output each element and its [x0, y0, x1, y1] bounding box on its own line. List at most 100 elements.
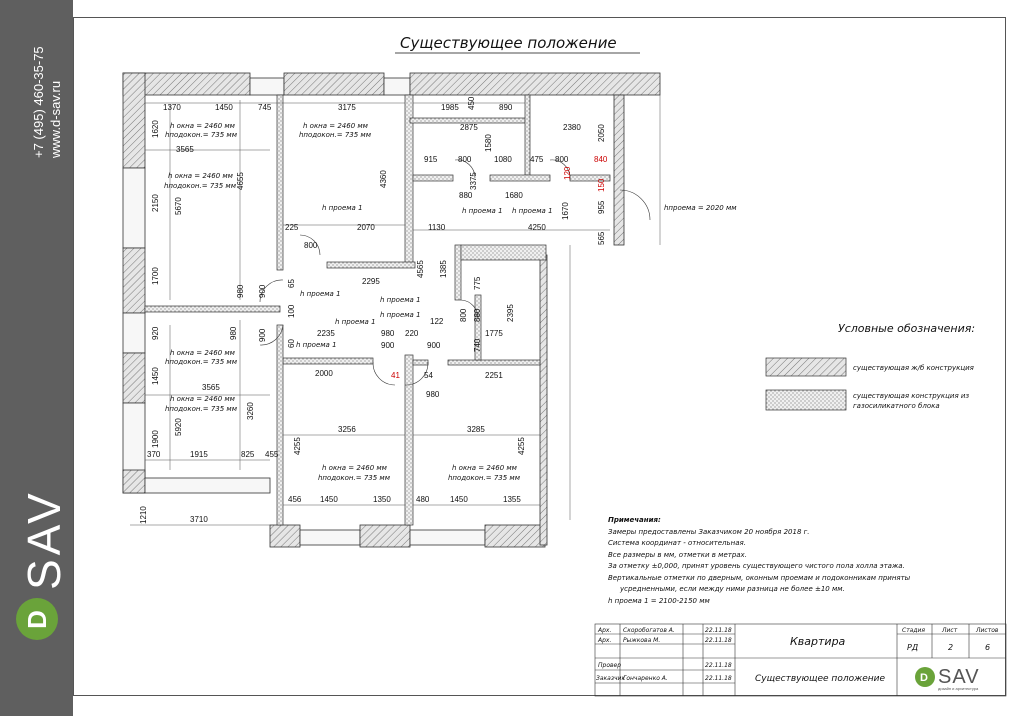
dimension-label: 775 — [473, 276, 482, 290]
dimension-label: 800 — [304, 241, 318, 250]
door-swing-7 — [460, 299, 479, 319]
window-top-1 — [249, 77, 285, 96]
notes-line-4: За отметку ±0,000, принят уровень сущест… — [608, 562, 905, 570]
dimension-lines — [130, 95, 661, 526]
dimension-label: 3256 — [338, 425, 356, 434]
label-sill-4: hподокон.= 735 мм — [165, 358, 238, 366]
dimension-label: 3175 — [338, 103, 356, 112]
wall-int-n — [412, 359, 429, 366]
dimension-label: 370 — [147, 450, 161, 459]
dimension-label: 3565 — [176, 145, 194, 154]
wall-bottom-1 — [269, 524, 301, 548]
dimension-label: Арх. — [597, 627, 611, 634]
dimension-label: 890 — [499, 103, 513, 112]
dimension-label: 3375 — [469, 172, 478, 190]
dimension-label: 450 — [467, 96, 476, 110]
wall-int-q — [474, 294, 482, 361]
wall-int-p — [276, 324, 284, 526]
wall-int-o — [447, 359, 541, 366]
label-sill-1: hподокон.= 735 мм — [165, 131, 238, 139]
door-swings — [259, 159, 651, 386]
notes-line-7: h проема 1 = 2100-2150 мм — [608, 596, 710, 605]
dimension-label: 1680 — [505, 191, 523, 200]
interior-walls — [144, 94, 611, 526]
dimension-label: 915 — [424, 155, 438, 164]
wall-int-l — [282, 357, 374, 365]
door-swing-entrance — [619, 189, 651, 221]
dimension-label: 5920 — [174, 418, 183, 436]
wall-int-a — [276, 94, 284, 271]
stamp-logo: D SAV дизайн и архитектура — [915, 666, 979, 691]
dimension-label: 1450 — [215, 103, 233, 112]
dimension-label: 1355 — [503, 495, 521, 504]
door-swing-3 — [372, 361, 396, 386]
dimension-label: 60 — [287, 339, 296, 348]
dimension-label: 900 — [258, 328, 267, 342]
dimension-label: 980 — [426, 390, 440, 399]
dimension-label: 980 — [381, 329, 395, 338]
legend-item-block-2: газосиликатного блока — [853, 402, 940, 410]
label-sill-3: hподокон.= 735 мм — [164, 182, 237, 190]
wall-int-m — [404, 354, 414, 526]
dimension-label: Провер — [598, 662, 621, 669]
label-opening-6: h проема 1 — [296, 341, 337, 349]
dimension-label: 2000 — [315, 369, 333, 378]
dimension-label: Стадия — [902, 627, 925, 634]
dimension-label: 4255 — [293, 437, 302, 455]
dimension-label: 120 — [563, 166, 572, 180]
notes-line-6: усредненными, если между ними разница не… — [620, 585, 845, 593]
dimension-label: 122 — [430, 317, 444, 326]
legend-item-concrete: существующая ж/б конструкция — [853, 364, 974, 372]
wall-right-upper — [613, 94, 625, 246]
label-window-h-7: h окна = 2460 мм — [452, 464, 518, 472]
dimension-label: 1985 — [441, 103, 459, 112]
wall-int-k — [144, 305, 281, 313]
window-labels: h окна = 2460 мм hподокон.= 735 мм h окн… — [164, 122, 737, 482]
dimension-label: 41 — [391, 371, 400, 380]
dimension-label: 1450 — [450, 495, 468, 504]
stamp-object: Квартира — [790, 635, 846, 648]
dimension-label: 22.11.18 — [705, 637, 732, 644]
wall-top-3 — [409, 72, 661, 96]
dimension-label: 880 — [459, 191, 473, 200]
dimension-label: 800 — [555, 155, 569, 164]
wall-left-4 — [122, 469, 146, 494]
dimension-label: 955 — [597, 200, 606, 214]
dimension-label: Арх. — [597, 637, 611, 644]
window-top-2 — [383, 77, 411, 96]
dimension-label: 3285 — [467, 425, 485, 434]
dimension-label: 900 — [258, 284, 267, 298]
notes-line-2: Система координат - относительная. — [608, 539, 746, 547]
dimension-label: 900 — [381, 341, 395, 350]
door-swing-2 — [259, 324, 284, 346]
dimension-label: 3565 — [202, 383, 220, 392]
dimension-numbers: 1370 1450 745 3175 1985 890 2875 2380 35… — [147, 103, 608, 524]
notes-line-1: Замеры предоставлены Заказчиком 20 ноябр… — [608, 527, 810, 536]
sidebar-logo-mark: D — [16, 598, 58, 640]
dimension-label: 4655 — [236, 172, 245, 190]
label-opening-entrance: hпроема = 2020 мм — [664, 204, 737, 212]
wall-int-h — [326, 261, 416, 269]
exterior-walls — [122, 72, 661, 548]
dimension-label: 1080 — [494, 155, 512, 164]
label-sill-2: hподокон.= 735 мм — [299, 131, 372, 139]
label-window-h-3: h окна = 2460 мм — [168, 172, 234, 180]
label-window-h-5: h окна = 2460 мм — [170, 395, 236, 403]
door-swing-1 — [259, 279, 284, 303]
dimension-label: 1370 — [163, 103, 181, 112]
dimension-label: 2 — [948, 643, 953, 652]
dimension-label: 65 — [287, 279, 296, 288]
drawing-frame — [73, 17, 1006, 696]
label-opening-7: h проема 1 — [462, 207, 503, 215]
dimension-label: 1670 — [561, 202, 570, 220]
dimension-label: 825 — [241, 450, 255, 459]
dimension-label: 4565 — [416, 260, 425, 278]
dimension-label: 800 — [459, 308, 468, 322]
dimension-label: дизайн и архитектура — [938, 686, 979, 691]
dimension-label: 150 — [597, 178, 606, 192]
dimension-label: 2235 — [317, 329, 335, 338]
dimension-label: 740 — [473, 338, 482, 352]
wall-left-3 — [122, 352, 146, 404]
notes: Примечания: Замеры предоставлены Заказчи… — [608, 515, 910, 607]
